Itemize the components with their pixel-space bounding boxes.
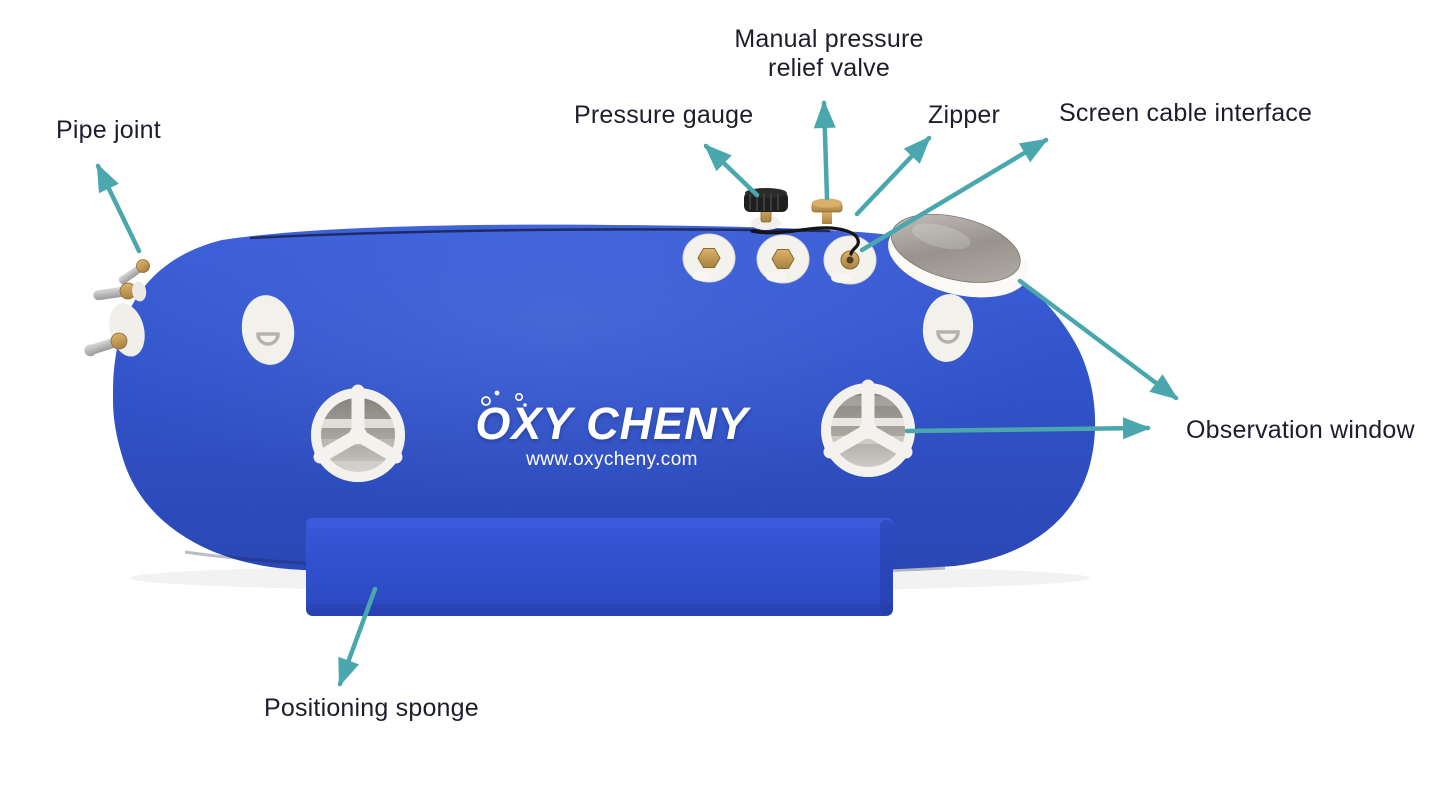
label-pressure-gauge: Pressure gauge bbox=[574, 101, 754, 129]
screen-cable-port bbox=[823, 235, 877, 285]
pipe-joints bbox=[84, 259, 150, 357]
label-zipper: Zipper bbox=[928, 101, 1001, 129]
arrow-observation-window-side bbox=[904, 417, 1151, 440]
label-manual-relief-valve: Manual pressure relief valve bbox=[734, 25, 924, 82]
arrow-manual-relief-valve bbox=[813, 100, 836, 201]
brand-logo-text: OXY CHENY bbox=[475, 398, 749, 449]
callout-arrows bbox=[95, 100, 1179, 687]
observation-window-right bbox=[821, 379, 915, 477]
label-positioning-sponge: Positioning sponge bbox=[264, 694, 479, 722]
air-port-2 bbox=[756, 234, 810, 284]
arrow-positioning-sponge bbox=[337, 586, 378, 687]
label-observation-window: Observation window bbox=[1186, 416, 1415, 444]
logo-bubbles bbox=[481, 390, 527, 407]
arrow-observation-window-top bbox=[1017, 278, 1179, 401]
observation-window-left bbox=[311, 384, 405, 482]
label-screen-cable-interface: Screen cable interface bbox=[1059, 99, 1313, 127]
chamber-body bbox=[112, 224, 1096, 576]
air-port-1 bbox=[682, 233, 736, 283]
arrow-pipe-joint bbox=[95, 163, 142, 254]
brand-website-text: www.oxycheny.com bbox=[526, 449, 698, 470]
arrow-screen-cable-interface bbox=[859, 137, 1049, 253]
manual-relief-valve bbox=[811, 198, 843, 224]
label-pipe-joint: Pipe joint bbox=[56, 116, 161, 144]
pressure-gauge bbox=[744, 188, 788, 230]
arrow-pressure-gauge bbox=[703, 143, 760, 198]
d-ring-patch-left bbox=[241, 295, 295, 365]
positioning-sponge bbox=[306, 518, 893, 616]
d-ring-patch-right bbox=[922, 294, 974, 362]
top-window bbox=[888, 213, 1029, 298]
zipper-seam bbox=[249, 228, 831, 240]
screen-cable bbox=[750, 226, 860, 256]
arrow-zipper bbox=[854, 135, 932, 217]
